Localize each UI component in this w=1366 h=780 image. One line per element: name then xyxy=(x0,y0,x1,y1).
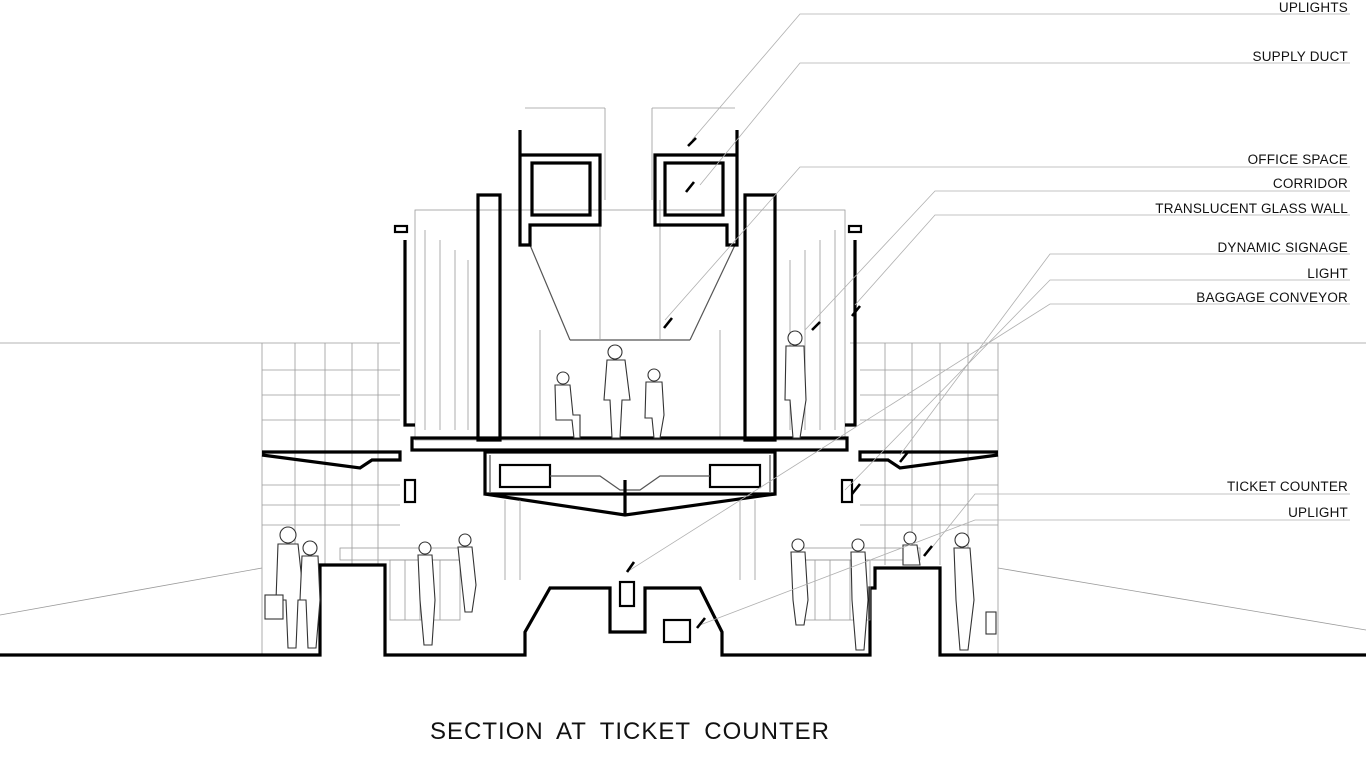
label-uplights: UPLIGHTS xyxy=(1278,0,1348,15)
office-module-frame xyxy=(414,107,846,441)
ground-cut xyxy=(0,563,1366,657)
label-corridor: CORRIDOR xyxy=(1272,176,1348,191)
label-ticket-counter: TICKET COUNTER xyxy=(1226,479,1348,494)
perspective-lines xyxy=(0,342,1366,655)
people-figures xyxy=(264,330,997,651)
truss xyxy=(403,450,854,517)
label-dynamic-signage: DYNAMIC SIGNAGE xyxy=(1217,240,1348,255)
office-module-cut xyxy=(393,130,863,452)
background-grid-left xyxy=(262,343,400,565)
label-baggage-conveyor: BAGGAGE CONVEYOR xyxy=(1196,290,1348,305)
leader-lines xyxy=(629,13,1350,626)
label-translucent-glass-wall: TRANSLUCENT GLASS WALL xyxy=(1155,201,1348,216)
background-grid-right xyxy=(860,343,998,565)
label-office-space: OFFICE SPACE xyxy=(1247,152,1348,167)
cantilever-arms xyxy=(261,450,999,470)
callout-ticks xyxy=(625,137,934,629)
label-uplight: UPLIGHT xyxy=(1288,505,1348,520)
label-supply-duct: SUPPLY DUCT xyxy=(1252,49,1348,64)
drawing-title: SECTION AT TICKET COUNTER xyxy=(430,718,830,745)
label-light: LIGHT xyxy=(1307,266,1348,281)
